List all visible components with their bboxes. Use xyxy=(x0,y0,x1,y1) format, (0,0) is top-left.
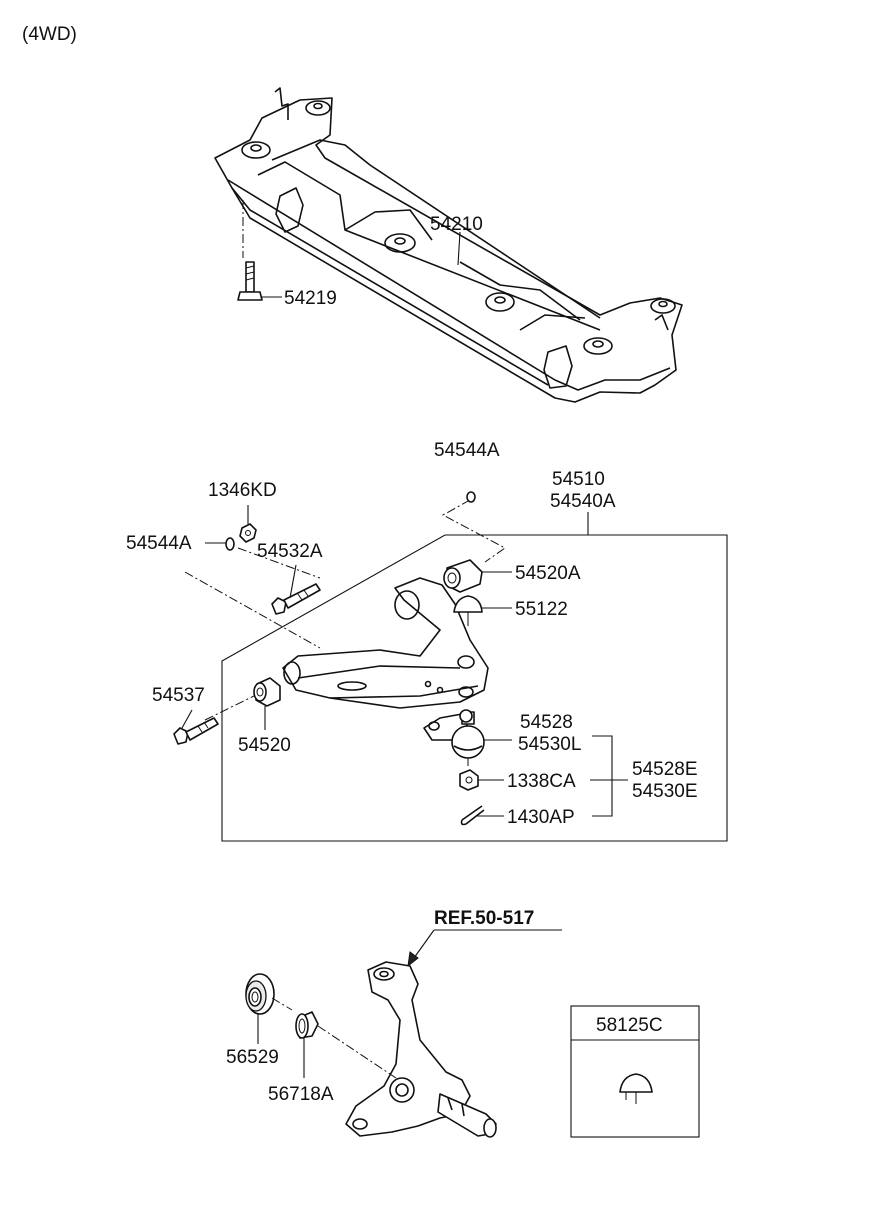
label-crossmember: 54210 xyxy=(430,214,483,235)
label-bearing: 56718A xyxy=(268,1084,334,1105)
cotter-pin-part[interactable] xyxy=(460,805,485,826)
label-reference[interactable]: REF.50-517 xyxy=(434,908,534,929)
washer-left-part[interactable] xyxy=(225,537,235,551)
label-washer-left: 54544A xyxy=(126,533,192,554)
crossmember-part[interactable] xyxy=(214,87,683,403)
bearing-part[interactable] xyxy=(295,1011,319,1039)
bushing-front-part[interactable] xyxy=(253,677,281,707)
label-bolt-lower: 54537 xyxy=(152,685,205,706)
bushing-rear-part[interactable] xyxy=(443,559,483,593)
label-washer-top: 54544A xyxy=(434,440,500,461)
bolt-upper-part[interactable] xyxy=(271,583,321,615)
label-bushing-rear: 54520A xyxy=(515,563,581,584)
bolt-lower-part[interactable] xyxy=(173,717,219,745)
label-castle-nut: 1338CA xyxy=(507,771,576,792)
label-ball-joint-2: 54530L xyxy=(518,734,581,755)
ball-joint-part[interactable] xyxy=(423,709,485,766)
label-bolt-upper: 54532A xyxy=(257,541,323,562)
variant-label: (4WD) xyxy=(22,24,77,45)
inset-box xyxy=(570,1005,700,1138)
inset-cap-part[interactable] xyxy=(619,1073,653,1104)
label-seal: 56529 xyxy=(226,1047,279,1068)
label-inset-part: 58125C xyxy=(596,1015,663,1036)
assembly-boundary xyxy=(221,534,728,842)
label-bushing-front: 54520 xyxy=(238,735,291,756)
label-crossmember-bolt: 54219 xyxy=(284,288,337,309)
label-arm-assy-1: 54510 xyxy=(552,469,605,490)
label-arm-assy-2: 54540A xyxy=(550,491,616,512)
castle-nut-part[interactable] xyxy=(459,769,479,791)
dust-cap-part[interactable] xyxy=(453,595,483,626)
label-ball-joint-1: 54528 xyxy=(520,712,573,733)
washer-top-part[interactable] xyxy=(466,491,476,503)
lower-control-arm-part[interactable] xyxy=(282,577,489,709)
label-cotter-pin: 1430AP xyxy=(507,807,575,828)
steering-knuckle-part[interactable] xyxy=(345,961,497,1138)
label-ball-joint-kit-1: 54528E xyxy=(632,759,698,780)
label-dust-cap: 55122 xyxy=(515,599,568,620)
seal-part[interactable] xyxy=(245,973,275,1015)
crossmember-bolt-part[interactable] xyxy=(237,200,263,301)
nut-part[interactable] xyxy=(239,523,257,543)
label-ball-joint-kit-2: 54530E xyxy=(632,781,698,802)
label-nut: 1346KD xyxy=(208,480,277,501)
